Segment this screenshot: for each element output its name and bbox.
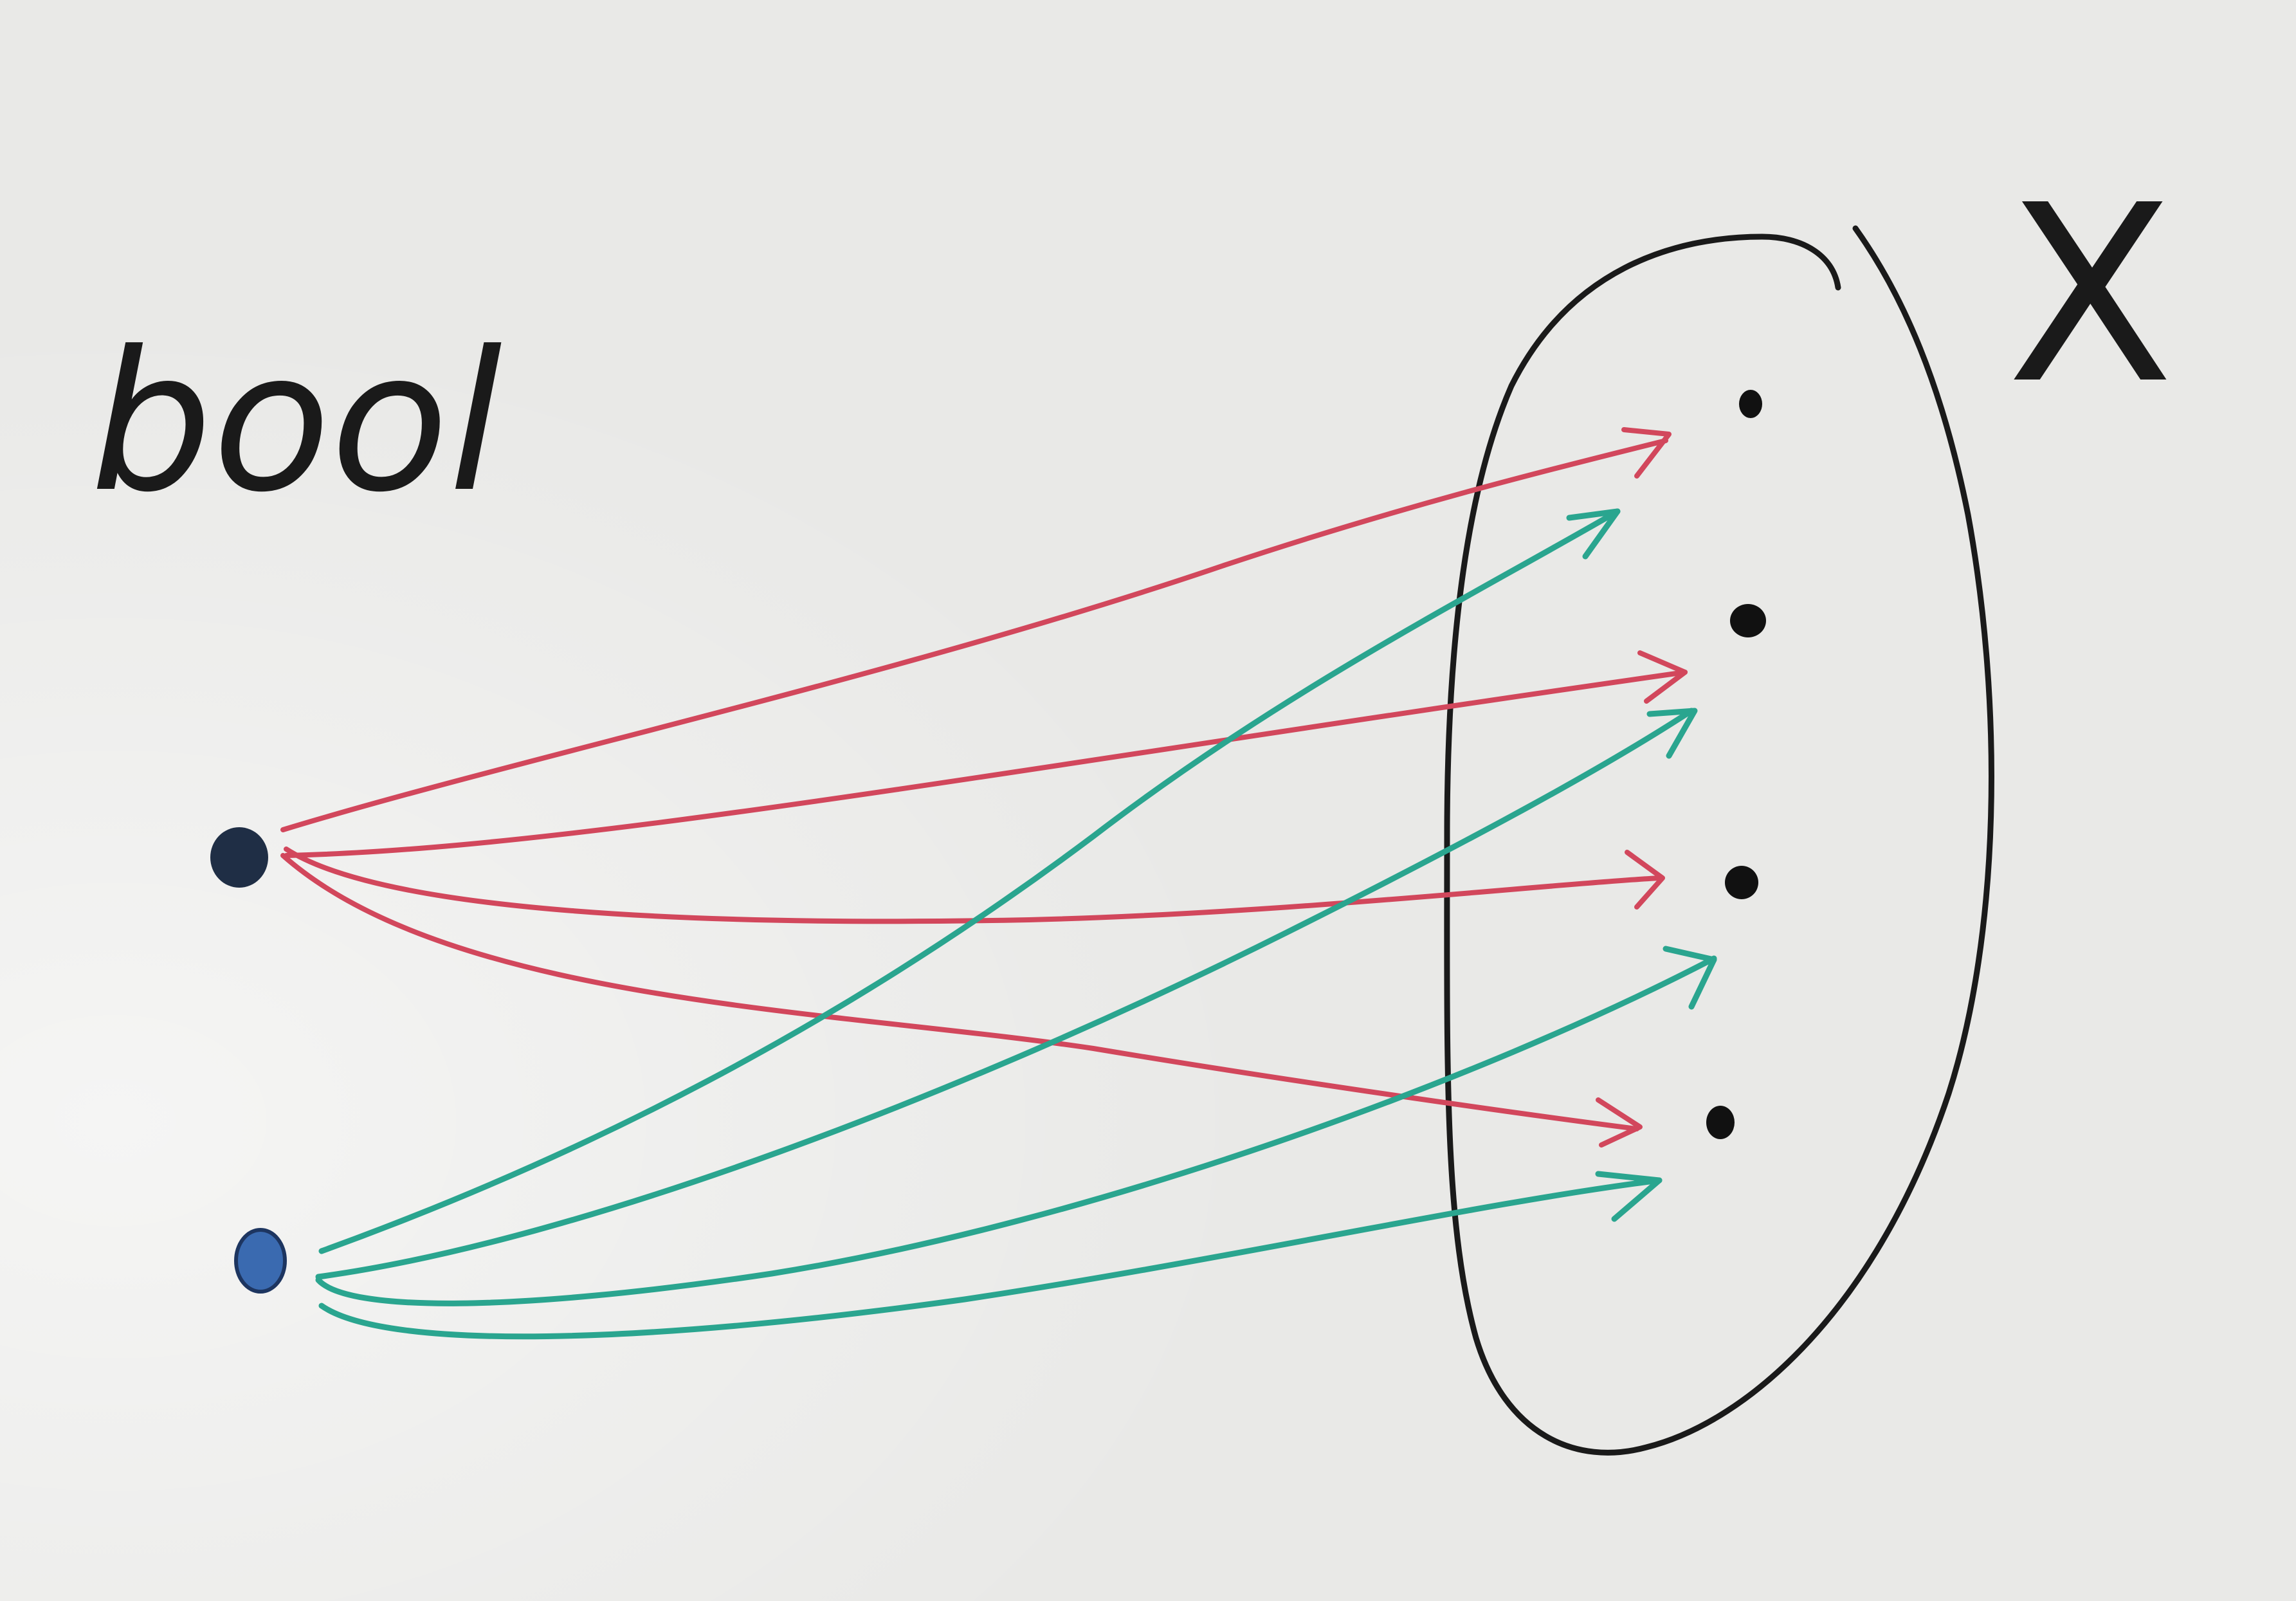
arrowhead-top-to-x1 bbox=[1621, 427, 1672, 479]
arrowhead-bottom-to-x4 bbox=[1595, 1171, 1663, 1222]
x-element-dot-2 bbox=[1730, 604, 1766, 637]
arrowhead-top-to-x2 bbox=[1637, 650, 1688, 704]
bool-point-top bbox=[210, 827, 268, 888]
set-x-outline bbox=[1444, 225, 1994, 1456]
arrowhead-top-to-x4 bbox=[1596, 1097, 1643, 1148]
arrow-top-to-x4 bbox=[280, 853, 1639, 1131]
domain-label-bool: bool bbox=[90, 310, 503, 535]
codomain-points bbox=[1706, 390, 1766, 1139]
bool-point-bottom bbox=[234, 1228, 287, 1294]
arrowhead-bottom-to-x3 bbox=[1663, 946, 1717, 1010]
arrowhead-bottom-to-x2 bbox=[1646, 708, 1698, 759]
arrow-bottom-to-x4 bbox=[318, 1177, 1663, 1340]
codomain-label-x: X bbox=[2007, 152, 2174, 437]
arrow-top-to-x1 bbox=[280, 438, 1668, 832]
x-element-dot-3 bbox=[1725, 866, 1758, 899]
arrow-top-to-x2 bbox=[284, 670, 1688, 858]
arrow-bottom-to-x1 bbox=[318, 508, 1621, 1254]
x-element-dot-1 bbox=[1739, 390, 1762, 418]
arrowhead-top-to-x3 bbox=[1625, 850, 1665, 910]
arrowhead-bottom-to-x1 bbox=[1566, 508, 1621, 560]
arrow-bottom-to-x2 bbox=[315, 708, 1695, 1280]
arrow-top-to-x3 bbox=[284, 846, 1662, 924]
false-arrows bbox=[315, 508, 1717, 1340]
arrow-bottom-to-x3 bbox=[315, 955, 1717, 1306]
true-arrows bbox=[280, 427, 1688, 1148]
x-element-dot-4 bbox=[1706, 1106, 1735, 1139]
